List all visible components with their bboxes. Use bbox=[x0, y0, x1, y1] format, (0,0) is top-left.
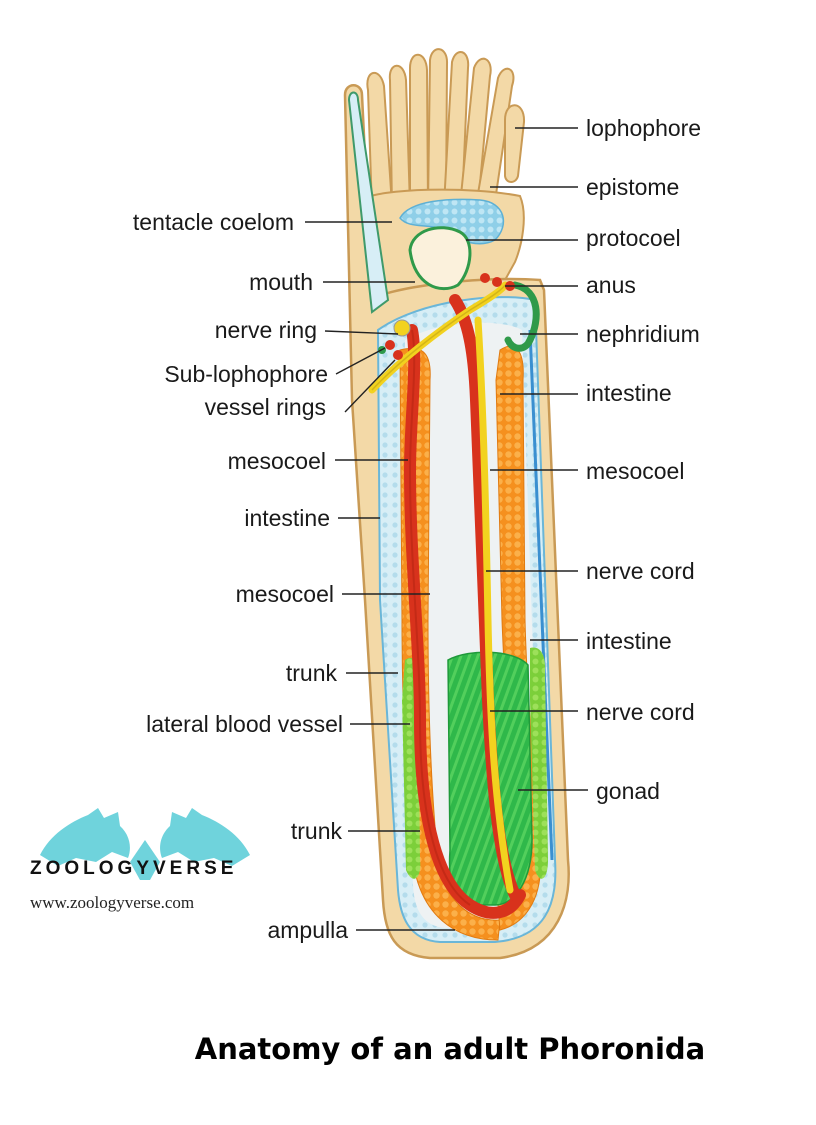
label-tentacle-coelom: tentacle coelom bbox=[133, 209, 294, 235]
tentacle-coelom-canal bbox=[347, 91, 390, 314]
label-anus: anus bbox=[586, 272, 636, 298]
label-nephridium: nephridium bbox=[586, 321, 700, 347]
label-epistome: epistome bbox=[586, 174, 679, 200]
leader-lines-left bbox=[305, 221, 455, 931]
label-nerve-cord-right-top: nerve cord bbox=[586, 558, 695, 584]
wolf-head-right-icon bbox=[160, 808, 250, 866]
right-blood-canal bbox=[528, 329, 554, 861]
label-lophophore: lophophore bbox=[586, 115, 701, 141]
wolf-head-left-icon bbox=[40, 808, 130, 866]
label-ampulla: ampulla bbox=[267, 917, 348, 943]
label-gonad: gonad bbox=[596, 778, 660, 804]
lateral-green-right bbox=[530, 647, 548, 879]
label-sub-lophophore: Sub-lophophore bbox=[164, 361, 328, 387]
label-lateral-blood-vessel: lateral blood vessel bbox=[146, 711, 343, 737]
label-mesocoel-right: mesocoel bbox=[586, 458, 684, 484]
logo-brand-text: ZOOLOGYVERSE bbox=[30, 858, 237, 879]
leader-lines-right bbox=[466, 127, 588, 791]
label-protocoel: protocoel bbox=[586, 225, 681, 251]
label-mesocoel-left-bottom: mesocoel bbox=[236, 581, 334, 607]
label-intestine-right-bottom: intestine bbox=[586, 628, 672, 654]
label-intestine-left: intestine bbox=[244, 505, 330, 531]
label-intestine-right-top: intestine bbox=[586, 380, 672, 406]
caption-box: Anatomy of an adult Phoronida bbox=[160, 1018, 740, 1080]
blood-vessel-left bbox=[403, 324, 526, 919]
mouth-cavity bbox=[408, 226, 472, 291]
label-nerve-ring: nerve ring bbox=[215, 317, 317, 343]
lophophore-tentacles bbox=[366, 48, 526, 212]
nephridium bbox=[504, 281, 540, 352]
label-trunk-lower: trunk bbox=[291, 818, 343, 844]
zoologyverse-logo: ZOOLOGYVERSE www.zoologyverse.com bbox=[30, 808, 250, 912]
label-nerve-cord-right-bottom: nerve cord bbox=[586, 699, 695, 725]
label-mesocoel-left-top: mesocoel bbox=[228, 448, 326, 474]
label-mouth: mouth bbox=[249, 269, 313, 295]
label-vessel-rings: vessel rings bbox=[205, 394, 326, 420]
diagram-caption: Anatomy of an adult Phoronida bbox=[194, 1032, 706, 1066]
label-trunk-upper: trunk bbox=[286, 660, 338, 686]
logo-url: www.zoologyverse.com bbox=[30, 893, 194, 912]
